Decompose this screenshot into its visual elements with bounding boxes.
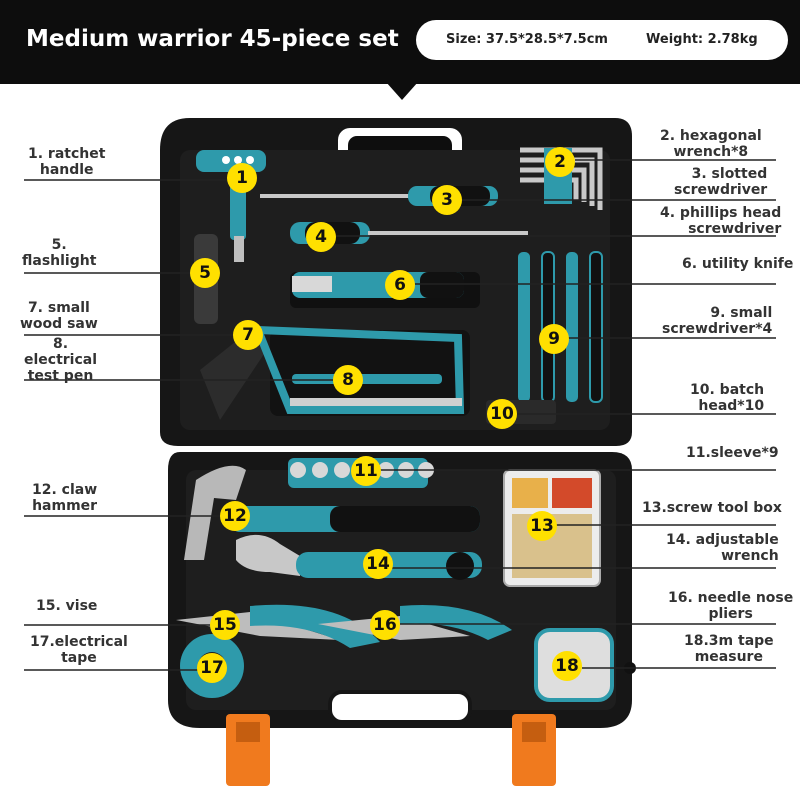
size-spec: Size: 37.5*28.5*7.5cm: [446, 32, 608, 47]
badge-10: 10: [487, 399, 517, 429]
case-handle-bottom: [328, 690, 472, 724]
badge-18: 18: [552, 651, 582, 681]
claw-hammer-tool: [184, 465, 480, 560]
leader-lines: [24, 159, 776, 671]
badge-2: 2: [545, 147, 575, 177]
spec-pill: [416, 20, 788, 60]
badge-9: 9: [539, 324, 569, 354]
badge-3: 3: [432, 185, 462, 215]
badge-13: 13: [527, 511, 557, 541]
badge-12: 12: [220, 501, 250, 531]
badge-1: 1: [227, 163, 257, 193]
label-sleeve: 11.sleeve*9: [686, 445, 779, 461]
utility-knife-tool: [292, 272, 464, 298]
badge-15: 15: [210, 610, 240, 640]
header-pointer: [386, 82, 418, 100]
badge-17: 17: [197, 653, 227, 683]
label-flashlight: 5.flashlight: [22, 237, 97, 269]
badge-7: 7: [233, 320, 263, 350]
badge-11: 11: [351, 456, 381, 486]
product-title: Medium warrior 45-piece set: [26, 26, 399, 52]
label-vise: 15. vise: [36, 598, 98, 614]
badge-5: 5: [190, 258, 220, 288]
badge-6: 6: [385, 270, 415, 300]
label-utility-knife: 6. utility knife: [682, 256, 794, 272]
test-pen-tool: [292, 374, 442, 384]
label-screw-tool-box: 13.screw tool box: [642, 500, 782, 516]
header-bar: Medium warrior 45-piece set Size: 37.5*2…: [0, 0, 800, 84]
badge-14: 14: [363, 549, 393, 579]
badge-16: 16: [370, 610, 400, 640]
badge-4: 4: [306, 222, 336, 252]
weight-spec: Weight: 2.78kg: [646, 32, 758, 47]
small-saw-tool: [200, 325, 465, 420]
badge-8: 8: [333, 365, 363, 395]
small-screwdriver-set-tool: [518, 251, 603, 403]
